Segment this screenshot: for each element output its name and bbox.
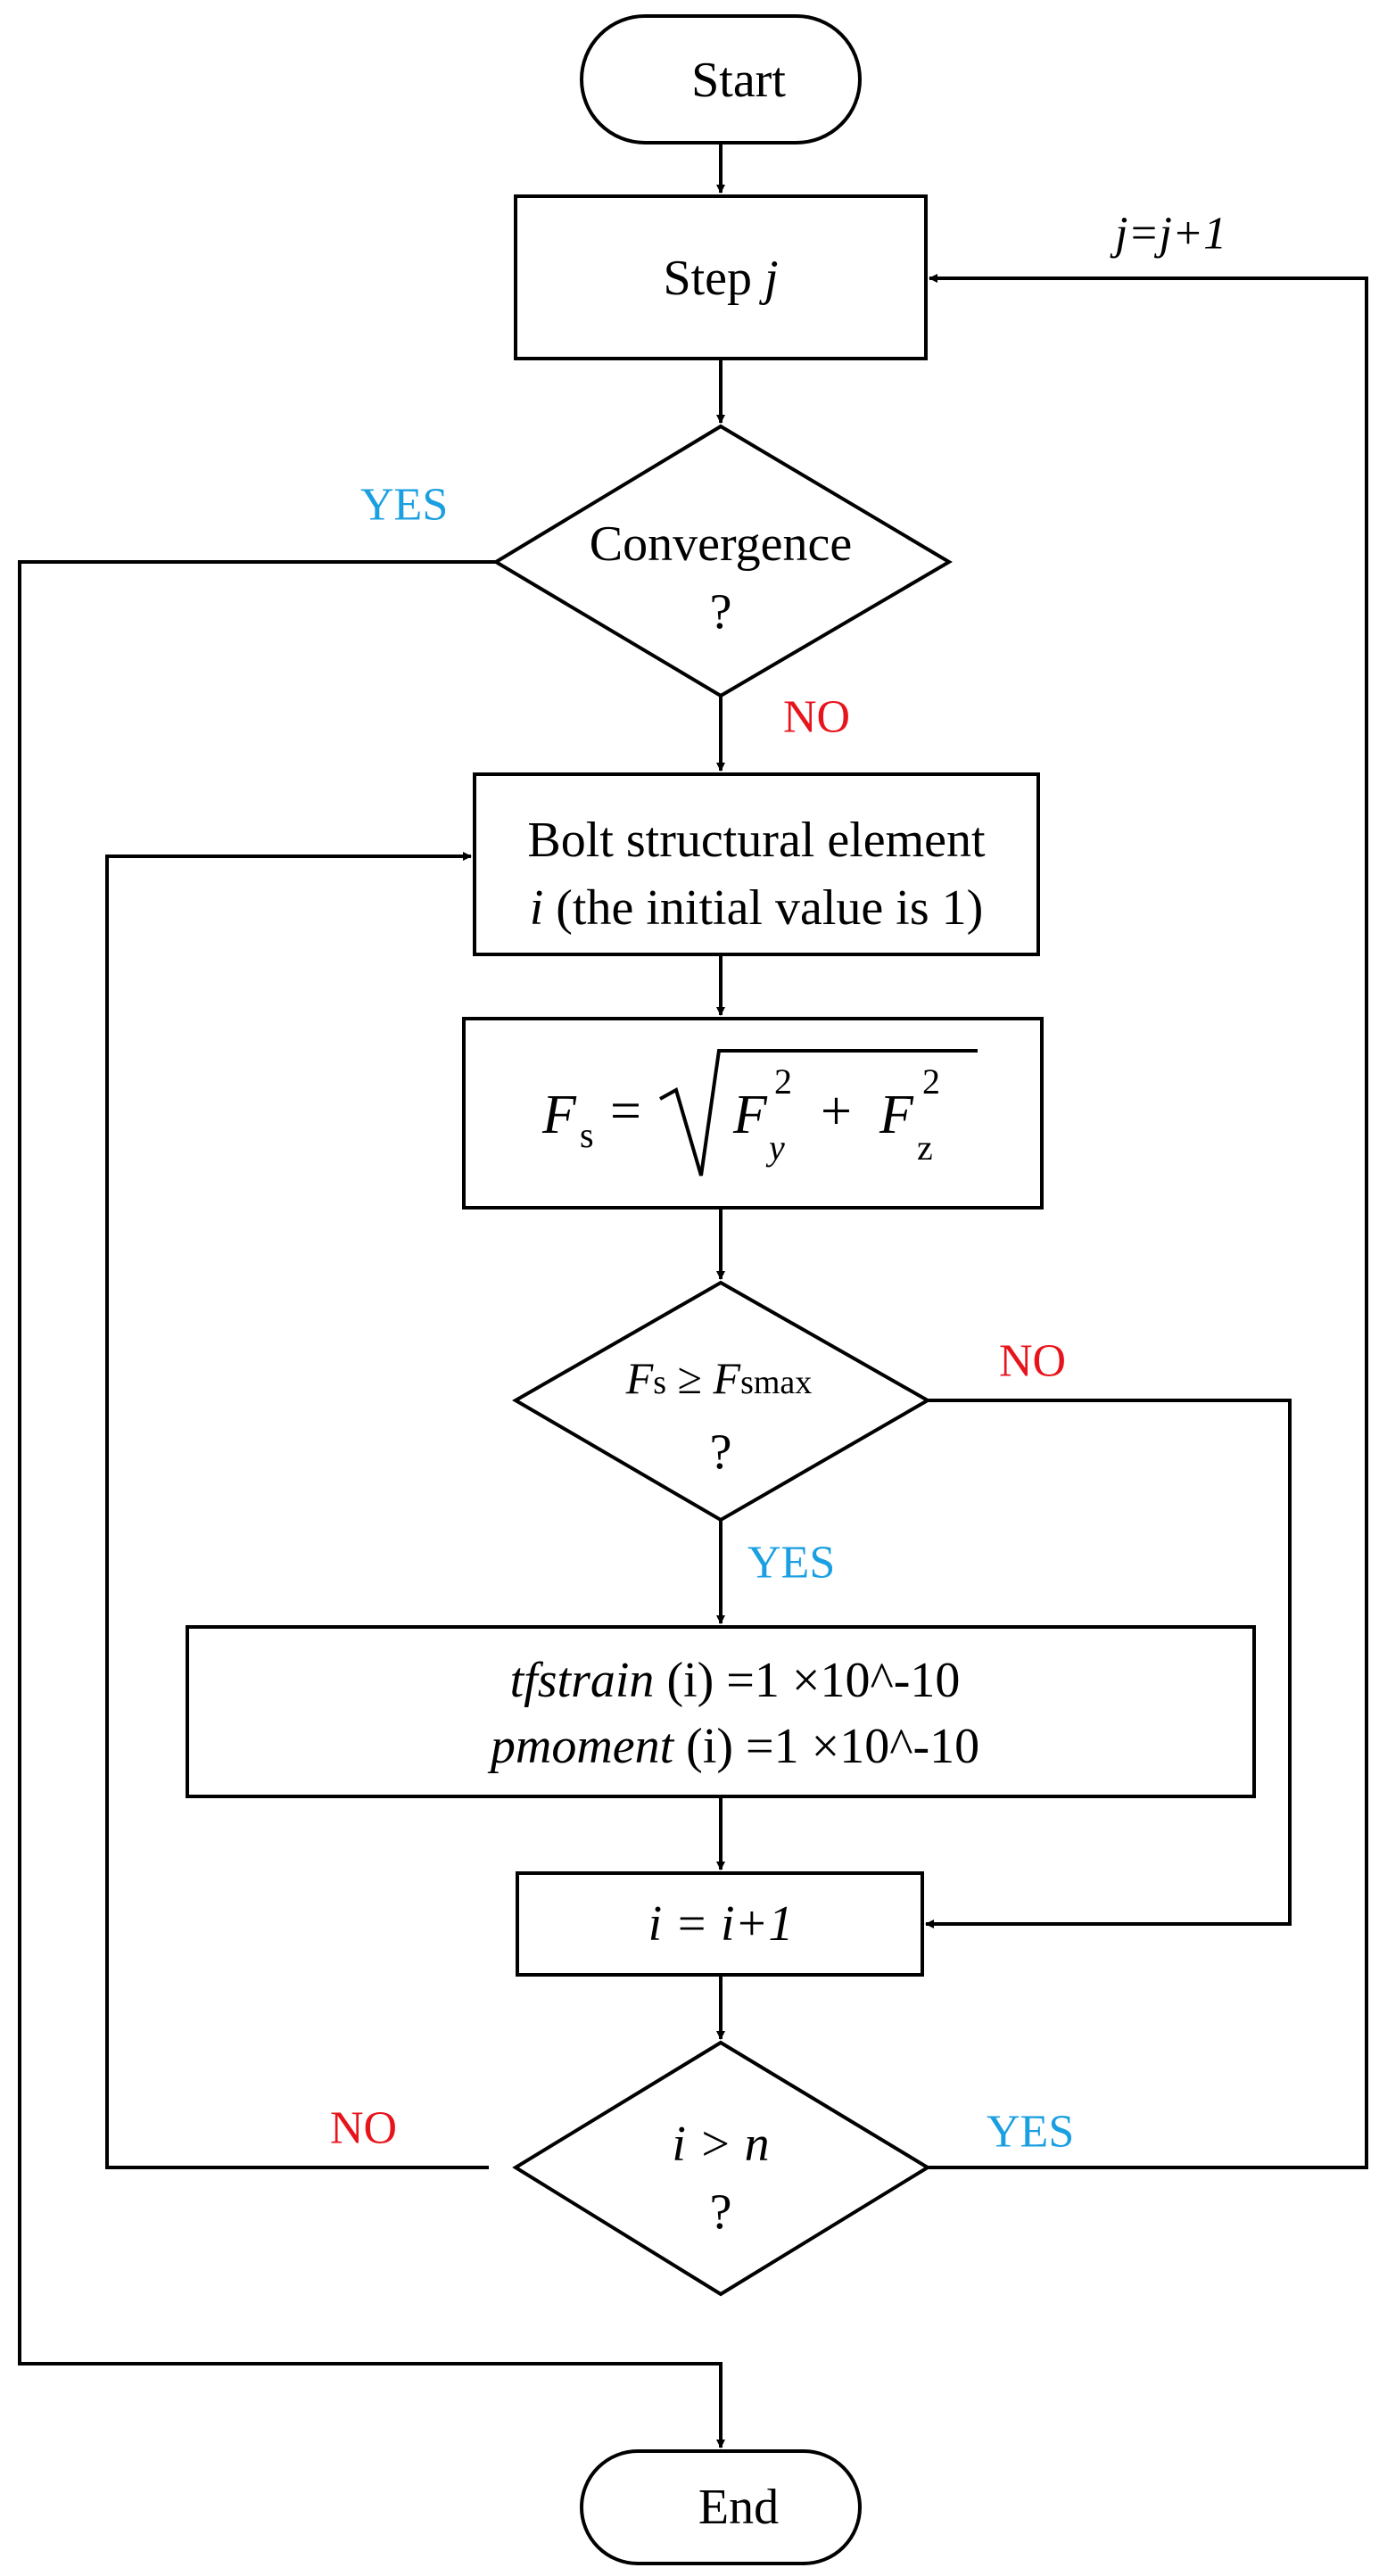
fs-check-no-label: NO (999, 1336, 1066, 1387)
svg-text:F: F (541, 1085, 577, 1145)
convergence-line1: Convergence (590, 516, 852, 572)
formula-expression: F s = F y 2 + F z 2 (541, 1049, 978, 1177)
svg-text:s: s (580, 1115, 594, 1155)
n-check-line1: i > n (672, 2117, 769, 2172)
convergence-line2: ? (710, 584, 732, 640)
connector-fs-check-no-to-increment (925, 1399, 1292, 1928)
svg-text:z: z (917, 1127, 933, 1168)
loop-j-label: j=j+1 (1110, 209, 1226, 260)
n-check-yes-label: YES (987, 2107, 1074, 2158)
increment-label: i = i+1 (648, 1896, 794, 1952)
fs-check-line1: Fs ≥ Fsmax (625, 1353, 813, 1403)
connector-convergence-yes-to-end (18, 560, 725, 2448)
bolt-line2: i (the initial value is 1) (530, 880, 984, 936)
svg-text:y: y (765, 1127, 785, 1168)
end-terminal (580, 2449, 862, 2565)
connector-n-check-no-to-bolt (105, 852, 489, 2169)
start-label: Start (691, 53, 786, 108)
assign-line1: tfstrain (i) =1 ×10^-10 (510, 1653, 961, 1708)
step-label: Step j (663, 251, 778, 306)
svg-text:F: F (732, 1085, 768, 1145)
bolt-element-box (473, 772, 1040, 956)
svg-text:F: F (879, 1085, 914, 1145)
n-check-line2: ? (710, 2184, 732, 2240)
assign-box (186, 1625, 1256, 1798)
step-box (514, 194, 928, 360)
end-label: End (698, 2480, 779, 2535)
fs-check-line2: ? (710, 1424, 732, 1480)
svg-text:+: + (821, 1081, 852, 1142)
convergence-yes-label: YES (360, 480, 448, 531)
n-check-no-label: NO (330, 2103, 397, 2154)
connector-n-check-yes-to-step (928, 274, 1368, 2169)
radical-sign (659, 1049, 978, 1177)
increment-box (516, 1871, 924, 1977)
svg-text:2: 2 (774, 1061, 792, 1102)
svg-text:2: 2 (922, 1061, 940, 1102)
fs-check-yes-label: YES (747, 1538, 835, 1589)
svg-text:=: = (610, 1081, 641, 1142)
assign-line2: pmoment (i) =1 ×10^-10 (487, 1719, 979, 1774)
convergence-no-label: NO (783, 692, 850, 743)
n-check-decision (512, 2040, 931, 2297)
bolt-line1: Bolt structural element (527, 813, 986, 868)
